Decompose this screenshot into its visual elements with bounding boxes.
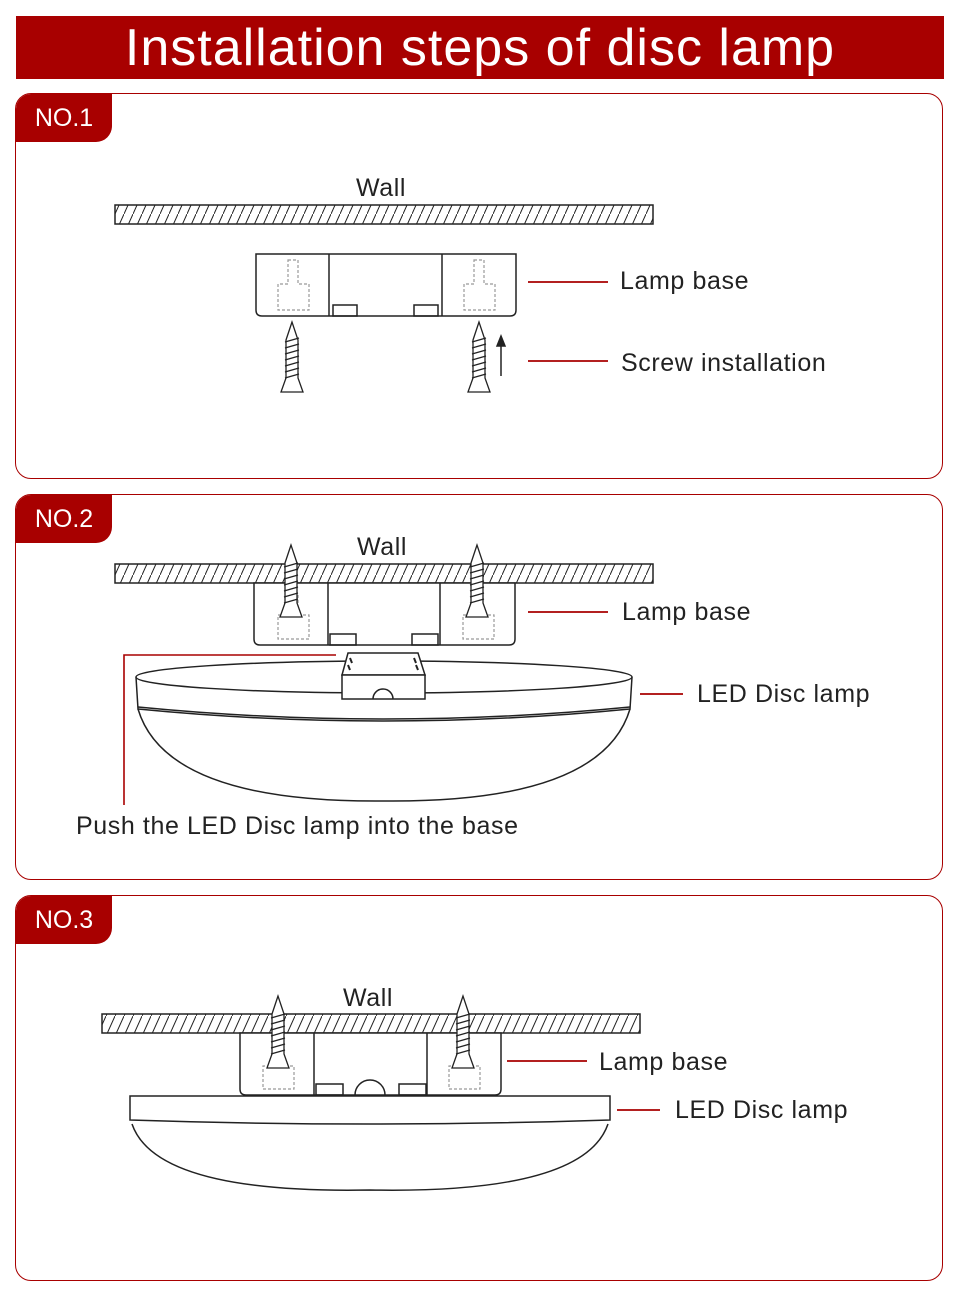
keyhole-slot-left: [277, 259, 310, 311]
step-3-tab: NO.3: [16, 896, 112, 944]
step-1-diagram: Wall Lamp base Screw in: [114, 174, 826, 393]
wall-hatch: [101, 1013, 641, 1034]
lamp-base-label: Lamp base: [620, 267, 749, 295]
lamp-base: [255, 253, 517, 317]
led-disc-lamp: [129, 1095, 611, 1191]
title-banner: Installation steps of disc lamp: [16, 16, 944, 79]
step-1-panel: NO.1 Wall: [15, 93, 943, 479]
screw-icon: [467, 319, 491, 393]
screw-icon: [266, 993, 290, 1069]
lamp-base-label: Lamp base: [599, 1048, 728, 1076]
lamp-base: [253, 582, 516, 646]
step-2-tab: NO.2: [16, 495, 112, 543]
page-title: Installation steps of disc lamp: [124, 18, 836, 77]
step-1-tab: NO.1: [16, 94, 112, 142]
arrow-up-icon: [495, 333, 507, 376]
wall-label: Wall: [356, 174, 406, 202]
step-3-diagram: Wall Lamp base: [101, 984, 848, 1191]
step-2-panel: NO.2 Wall: [15, 494, 943, 880]
lamp-connector: [341, 652, 427, 700]
wall-hatch: [114, 563, 654, 584]
wall-label: Wall: [357, 533, 407, 561]
wall-label: Wall: [343, 984, 393, 1012]
push-leader: [123, 654, 336, 805]
screw-installation-label: Screw installation: [621, 349, 826, 377]
push-instruction: Push the LED Disc lamp into the base: [76, 812, 519, 840]
wall-hatch: [114, 204, 654, 225]
keyhole-slot-right: [463, 259, 496, 311]
lamp-base: [239, 1032, 502, 1096]
screw-icon: [451, 993, 475, 1069]
led-disc-lamp-label: LED Disc lamp: [697, 680, 870, 708]
step-2-diagram: Wall: [76, 533, 870, 840]
screw-icon: [465, 542, 489, 618]
led-disc-lamp-label: LED Disc lamp: [675, 1096, 848, 1124]
lamp-base-label: Lamp base: [622, 598, 751, 626]
screw-icon: [279, 542, 303, 618]
step-3-panel: NO.3 Wall: [15, 895, 943, 1281]
screw-icon: [280, 319, 304, 393]
